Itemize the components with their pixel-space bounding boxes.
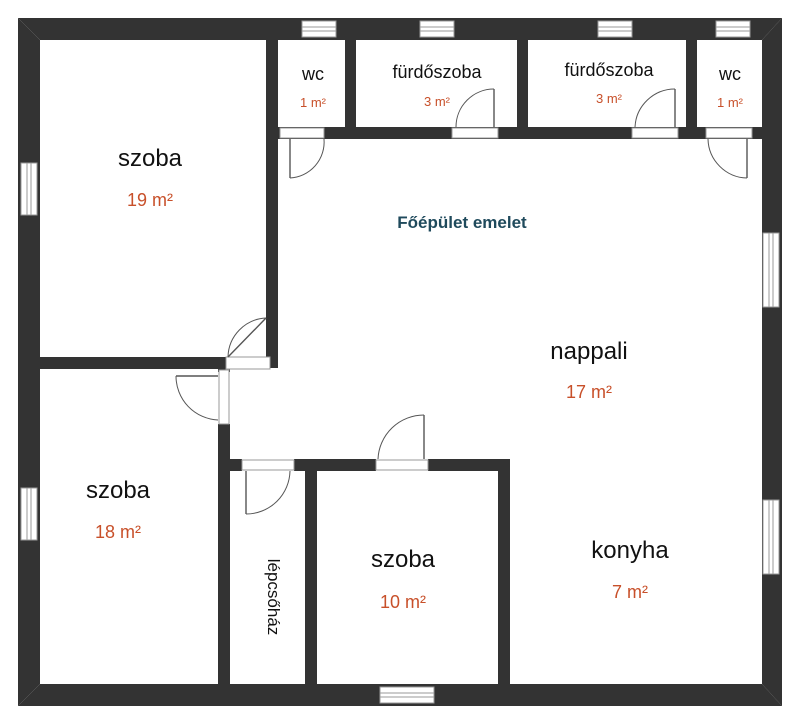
window-top-bath-left (419, 20, 455, 38)
door-staircase (245, 470, 291, 515)
room-wc-left-name: wc (301, 64, 324, 84)
plan-title: Főépület emelet (397, 213, 527, 232)
room-szoba-19-area: 19 m² (127, 190, 173, 210)
room-konyha-name: konyha (591, 537, 669, 564)
door-szoba-18 (175, 375, 219, 421)
room-bath-right-area: 3 m² (596, 91, 623, 106)
doors (175, 88, 748, 515)
window-top-wc-left (301, 20, 337, 38)
outer-wall-top (18, 18, 782, 40)
window-top-bath-right (597, 20, 633, 38)
outer-wall-left (18, 18, 40, 706)
room-staircase-name: lépcsőház (264, 559, 283, 636)
window-top-wc-right (715, 20, 751, 38)
window-left-upper (20, 162, 38, 216)
door-thresholds (218, 127, 753, 471)
room-szoba-10-area: 10 m² (380, 592, 426, 612)
room-bath-right-name: fürdőszoba (564, 60, 654, 80)
labels: Főépület emelet szoba 19 m² wc 1 m² fürd… (86, 60, 744, 635)
door-bath-right (634, 88, 676, 128)
door-wc-right (707, 138, 748, 179)
outer-wall-right (762, 18, 782, 706)
window-bottom (379, 686, 435, 704)
room-wc-left-area: 1 m² (300, 95, 327, 110)
room-bath-left-area: 3 m² (424, 94, 451, 109)
room-konyha-area: 7 m² (612, 582, 648, 602)
door-szoba-10 (377, 414, 425, 460)
room-szoba-18-name: szoba (86, 477, 151, 504)
windows (20, 20, 780, 704)
interior-walls (40, 40, 762, 684)
room-szoba-19-name: szoba (118, 145, 183, 172)
window-right-upper (762, 232, 780, 308)
room-wc-right-name: wc (718, 64, 741, 84)
door-szoba-19 (227, 317, 267, 358)
window-left-lower (20, 487, 38, 541)
room-nappali-name: nappali (550, 338, 627, 365)
door-bath-left (455, 88, 495, 128)
room-szoba-18-area: 18 m² (95, 522, 141, 542)
room-bath-left-name: fürdőszoba (392, 62, 482, 82)
door-wc-left (289, 138, 325, 179)
room-szoba-10-name: szoba (371, 546, 436, 573)
room-wc-right-area: 1 m² (717, 95, 744, 110)
room-nappali-area: 17 m² (566, 382, 612, 402)
window-right-lower (762, 499, 780, 575)
